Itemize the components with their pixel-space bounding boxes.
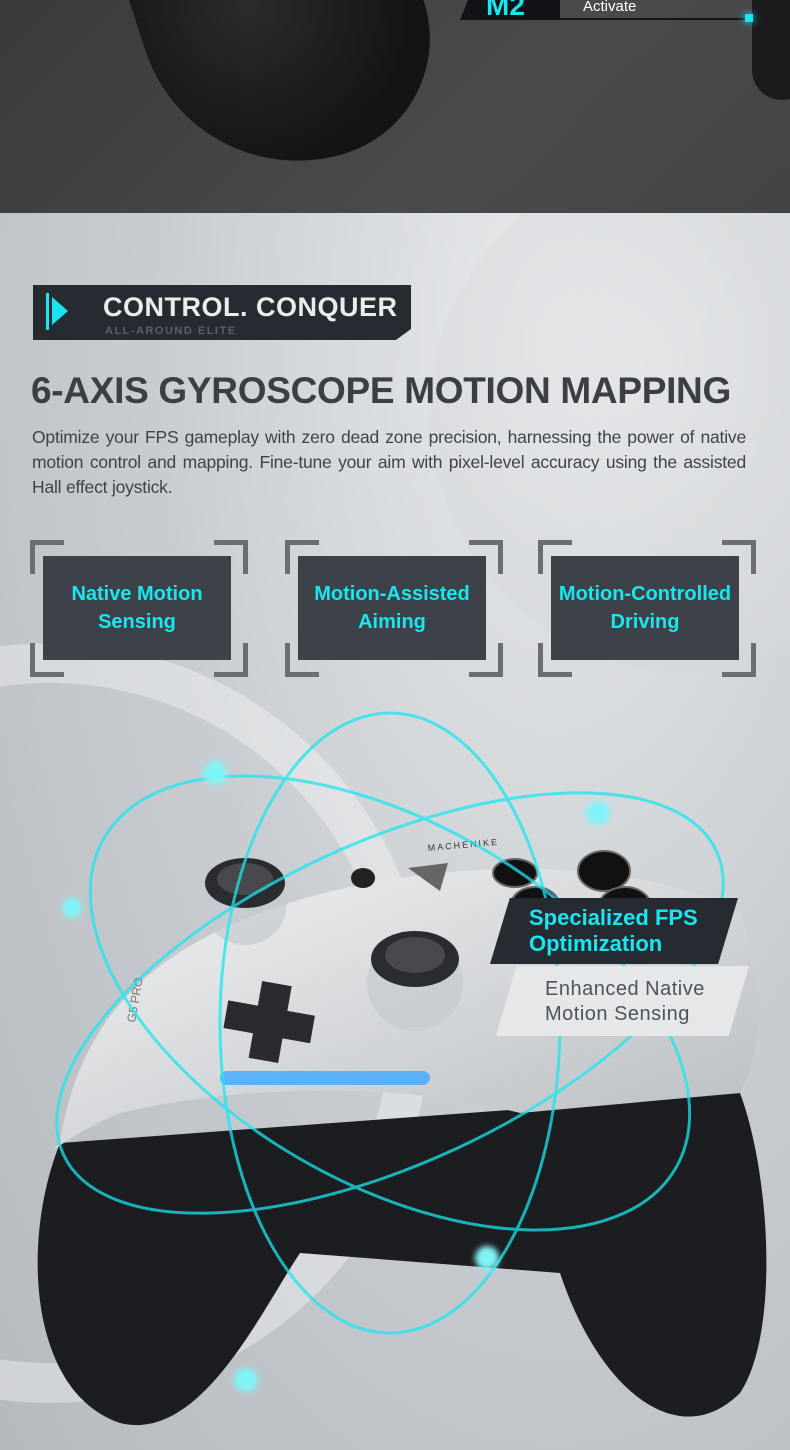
orbit-nodes <box>62 761 610 1392</box>
m2-label: M2 <box>486 0 525 21</box>
home-button <box>351 868 375 888</box>
description: Optimize your FPS gameplay with zero dea… <box>32 427 746 497</box>
controller-image: MACHENIKE G5 PRO <box>37 711 767 1426</box>
feature-label: Motion-Controlled Driving <box>551 556 739 660</box>
callout-subtitle: Enhanced Native Motion Sensing <box>545 978 705 1025</box>
feature-card-motion-aiming: Motion-Assisted Aiming <box>285 540 503 677</box>
logo-button <box>408 863 448 891</box>
callout-title: Specialized FPS Optimization <box>529 905 698 956</box>
feature-card-motion-driving: Motion-Controlled Driving <box>538 540 756 677</box>
controller-grip-image <box>118 0 462 203</box>
gyroscope-section: CONTROL. CONQUER ALL-AROUND ELITE 6-AXIS… <box>0 213 790 1450</box>
feature-label: Native Motion Sensing <box>43 556 231 660</box>
controller-right-grip-image <box>752 0 790 100</box>
banner-accent-bar <box>46 293 49 330</box>
dpad-icon <box>223 981 315 1064</box>
right-joystick-icon <box>367 931 463 1031</box>
banner-subtitle: ALL-AROUND ELITE <box>105 325 237 337</box>
m2-label-box <box>460 0 560 20</box>
callout-subtitle-box <box>496 966 749 1036</box>
section-banner <box>33 285 411 340</box>
play-triangle-icon <box>52 297 68 325</box>
callout-line <box>560 18 750 20</box>
activate-caption: Activate <box>583 0 637 15</box>
top-section: M2 Activate <box>0 0 790 213</box>
light-bar <box>220 1071 430 1085</box>
controller-body <box>37 1093 767 1426</box>
page-heading: 6-AXIS GYROSCOPE MOTION MAPPING <box>31 370 731 411</box>
banner-title: CONTROL. CONQUER <box>103 292 398 322</box>
left-joystick-icon <box>203 858 287 945</box>
feature-label: Motion-Assisted Aiming <box>298 556 486 660</box>
callout-dot <box>745 14 753 22</box>
callout-title-box <box>490 898 738 964</box>
feature-card-native-motion: Native Motion Sensing <box>30 540 248 677</box>
